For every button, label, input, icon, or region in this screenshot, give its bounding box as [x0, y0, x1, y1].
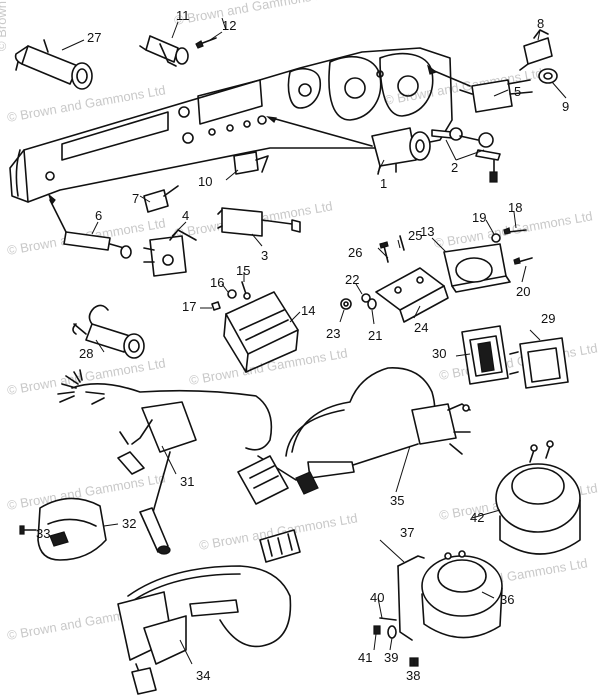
callout-1: 1	[380, 176, 387, 191]
part-32-cowl	[37, 497, 107, 561]
part-37-bracket	[397, 555, 425, 641]
callout-11: 11	[176, 8, 190, 23]
part-16-nut	[227, 289, 237, 299]
part-40-bolt	[379, 617, 397, 621]
callout-36: 36	[500, 592, 514, 607]
callout-32: 32	[122, 516, 136, 531]
callout-30: 30	[432, 346, 446, 361]
part-7-switch	[143, 185, 179, 213]
callout-41: 41	[358, 650, 372, 665]
part-19-nut	[491, 233, 501, 243]
callout-39: 39	[384, 650, 398, 665]
part-26-screw	[379, 241, 389, 263]
callout-13: 13	[420, 224, 434, 239]
part-27-cigar-lighter	[14, 39, 93, 90]
part-29-rocker-switch	[509, 337, 569, 389]
part-39-washer	[387, 625, 397, 639]
part-33-screw	[19, 525, 37, 535]
callout-29: 29	[541, 311, 555, 326]
part-11-switch	[139, 35, 189, 67]
callout-37: 37	[400, 525, 414, 540]
part-24-bracket	[375, 267, 449, 323]
part-18-screw	[503, 227, 527, 235]
callout-7: 7	[132, 191, 139, 206]
part-25-screw	[399, 235, 405, 251]
callout-35: 35	[390, 493, 404, 508]
part-21-washer	[367, 298, 377, 310]
callout-26: 26	[348, 245, 362, 260]
callout-12: 12	[222, 18, 236, 33]
callout-9: 9	[562, 99, 569, 114]
callout-25: 25	[408, 228, 422, 243]
part-3-switch	[217, 207, 301, 237]
callout-23: 23	[326, 326, 340, 341]
part-4-switch	[143, 229, 197, 277]
part-15-screw	[241, 281, 251, 300]
watermark: © Brown and Gammons Ltd	[188, 345, 349, 388]
callout-19: 19	[472, 210, 486, 225]
callout-6: 6	[95, 208, 102, 223]
part-17-clip	[211, 301, 221, 311]
part-13-relay	[443, 243, 511, 293]
callout-16: 16	[210, 275, 224, 290]
callout-20: 20	[516, 284, 530, 299]
part-31-switch-harness	[57, 369, 273, 555]
callout-21: 21	[368, 328, 382, 343]
part-22-washer	[361, 293, 371, 303]
callout-4: 4	[182, 208, 189, 223]
callout-3: 3	[261, 248, 268, 263]
part-36-horn	[421, 550, 503, 639]
part-14-relay	[223, 291, 299, 373]
callout-10: 10	[198, 174, 212, 189]
part-30-switch-bezel	[461, 325, 509, 385]
part-42-horn	[495, 440, 581, 555]
dashboard-panel	[9, 47, 453, 203]
watermark: © Brown and Gammons Ltd	[438, 340, 599, 383]
callout-14: 14	[301, 303, 315, 318]
callout-22: 22	[345, 272, 359, 287]
callout-18: 18	[508, 200, 522, 215]
callout-40: 40	[370, 590, 384, 605]
callout-8: 8	[537, 16, 544, 31]
part-20-screw	[513, 257, 533, 265]
leader-lines	[61, 17, 567, 666]
part-5-switch	[427, 64, 533, 113]
callout-28: 28	[79, 346, 93, 361]
part-28-lighter	[72, 304, 145, 359]
part-9-bezel	[538, 68, 558, 84]
callout-17: 17	[182, 299, 196, 314]
part-12-screw	[195, 37, 217, 49]
callout-labels: 1 2 3 4 5 6 7 8 9 10 11 12 13 14 15 16 1…	[36, 8, 569, 683]
part-2-keys	[431, 127, 501, 183]
watermark: © Brown and Gammons Ltd	[173, 0, 334, 28]
callout-34: 34	[196, 668, 210, 683]
callout-33: 33	[36, 526, 50, 541]
part-8-switch	[519, 29, 553, 71]
watermark: © Brown and Gammons Ltd	[0, 0, 9, 51]
callout-2: 2	[451, 160, 458, 175]
part-41-nut	[373, 625, 381, 635]
callout-42: 42	[470, 510, 484, 525]
part-35-switch-harness	[237, 367, 471, 505]
part-34-switch-harness	[117, 529, 301, 695]
part-6-control	[47, 193, 132, 259]
callout-24: 24	[414, 320, 428, 335]
callout-27: 27	[87, 30, 101, 45]
part-1-ignition-switch	[266, 116, 431, 175]
part-23-nut	[340, 298, 352, 310]
callout-31: 31	[180, 474, 194, 489]
part-10-switch	[233, 151, 269, 175]
callout-5: 5	[514, 84, 521, 99]
callout-15: 15	[236, 263, 250, 278]
callout-38: 38	[406, 668, 420, 683]
